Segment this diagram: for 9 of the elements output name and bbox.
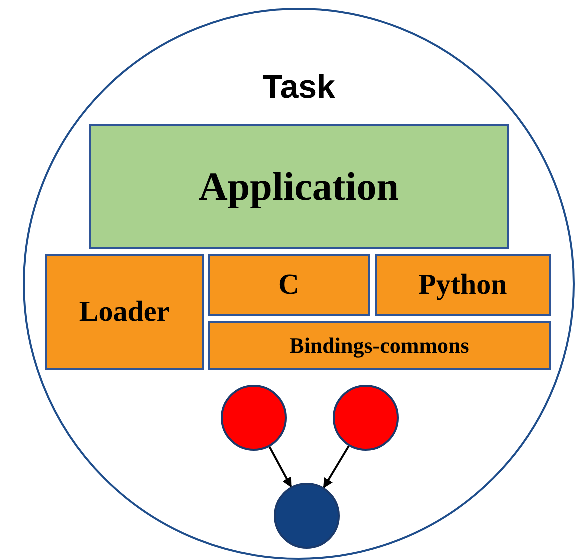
arrow xyxy=(268,446,292,488)
module-box: C xyxy=(208,254,370,316)
application-layer-box: Application xyxy=(89,124,509,249)
module-box: Python xyxy=(375,254,551,316)
arrow xyxy=(323,446,350,489)
module-box: Loader xyxy=(45,254,204,370)
task-circle xyxy=(23,8,575,560)
task-heading: Task xyxy=(262,68,336,106)
module-box: Bindings-commons xyxy=(208,321,551,370)
